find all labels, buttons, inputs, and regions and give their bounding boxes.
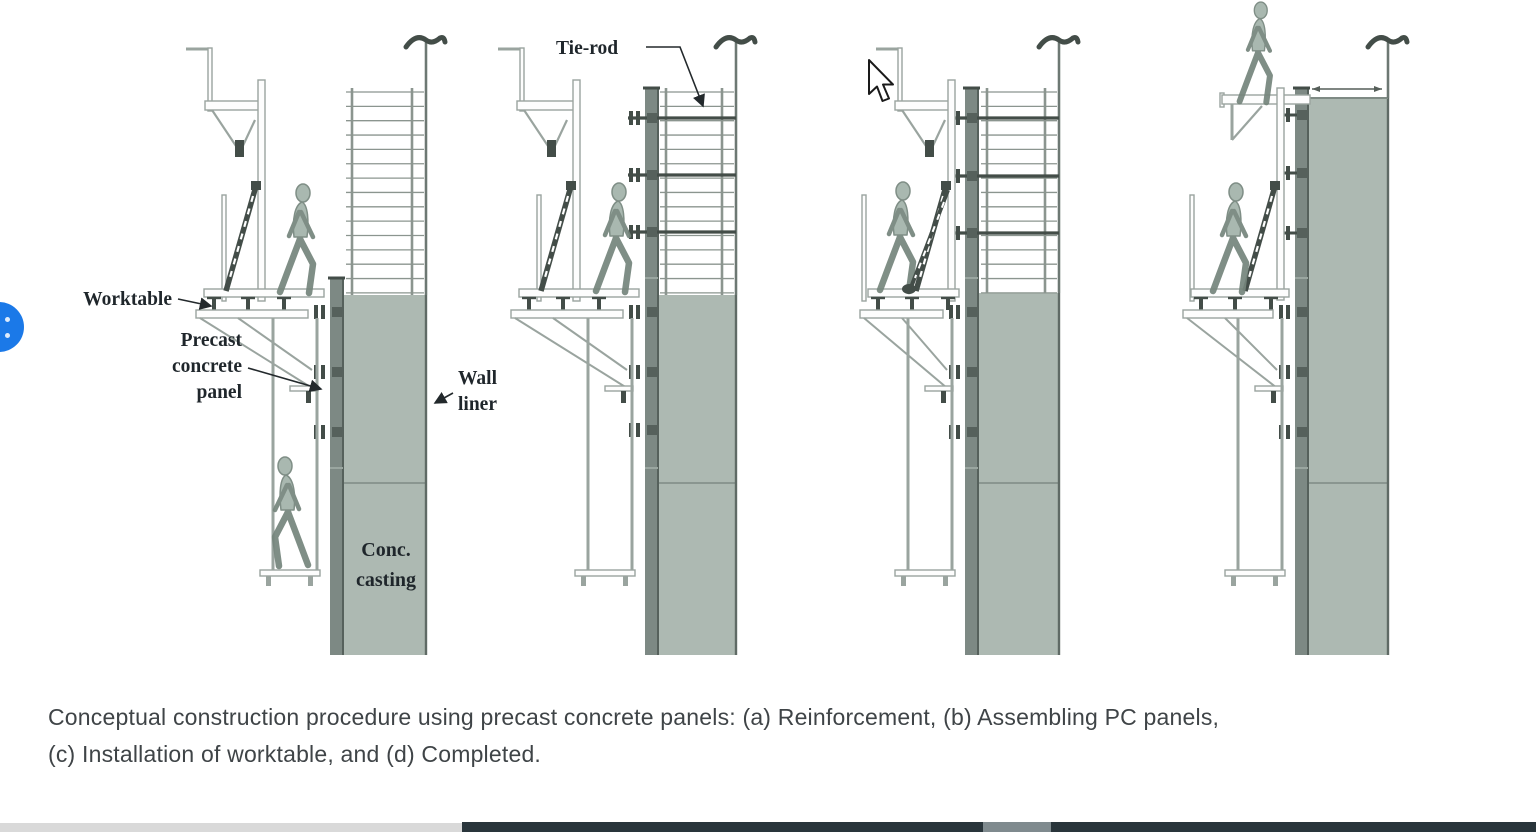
figure-caption: Conceptual construction procedure using … [48,699,1528,773]
precast-label-1: Precast [181,330,243,351]
bottom-scrollbar-thumb[interactable] [983,822,1051,832]
label-worktable: Worktable [83,289,213,310]
button-dot-icon [5,317,10,322]
figure-labels: Worktable Precast concrete panel Wall li… [83,38,705,591]
arrow-pointer-icon [868,59,894,102]
wall-liner-leader [433,391,454,404]
figure-art [186,1,1410,655]
panel-d-completed [1182,1,1410,655]
label-wall-liner: Wall liner [433,368,498,415]
panel-c-installation-of-worktable [859,35,1081,655]
wall-liner-label-1: Wall [458,368,498,389]
worktable-label: Worktable [83,289,172,310]
label-conc-casting: Conc. casting [356,539,416,591]
panel-a-reinforcement [186,35,448,655]
conc-casting-label-2: casting [356,569,416,591]
construction-procedure-figure: Worktable Precast concrete panel Wall li… [83,1,1410,655]
label-tie-rod: Tie-rod [556,38,705,108]
conc-casting-label-1: Conc. [361,539,410,561]
precast-label-2: concrete [172,356,242,377]
precast-leader [247,367,323,393]
panel-b-assembling-pc-panels [498,35,758,655]
bottom-scrollbar-track-light[interactable] [0,823,462,832]
tie-rod-label: Tie-rod [556,38,618,59]
caption-line-2: (c) Installation of worktable, and (d) C… [48,741,542,767]
tie-rod-leader [646,46,705,108]
button-dot-icon [5,333,10,338]
worktable-leader [177,297,213,310]
precast-label-3: panel [196,382,242,403]
label-precast-concrete-panel: Precast concrete panel [172,330,323,403]
caption-line-1: Conceptual construction procedure using … [48,704,1220,730]
wall-liner-label-2: liner [458,394,497,415]
